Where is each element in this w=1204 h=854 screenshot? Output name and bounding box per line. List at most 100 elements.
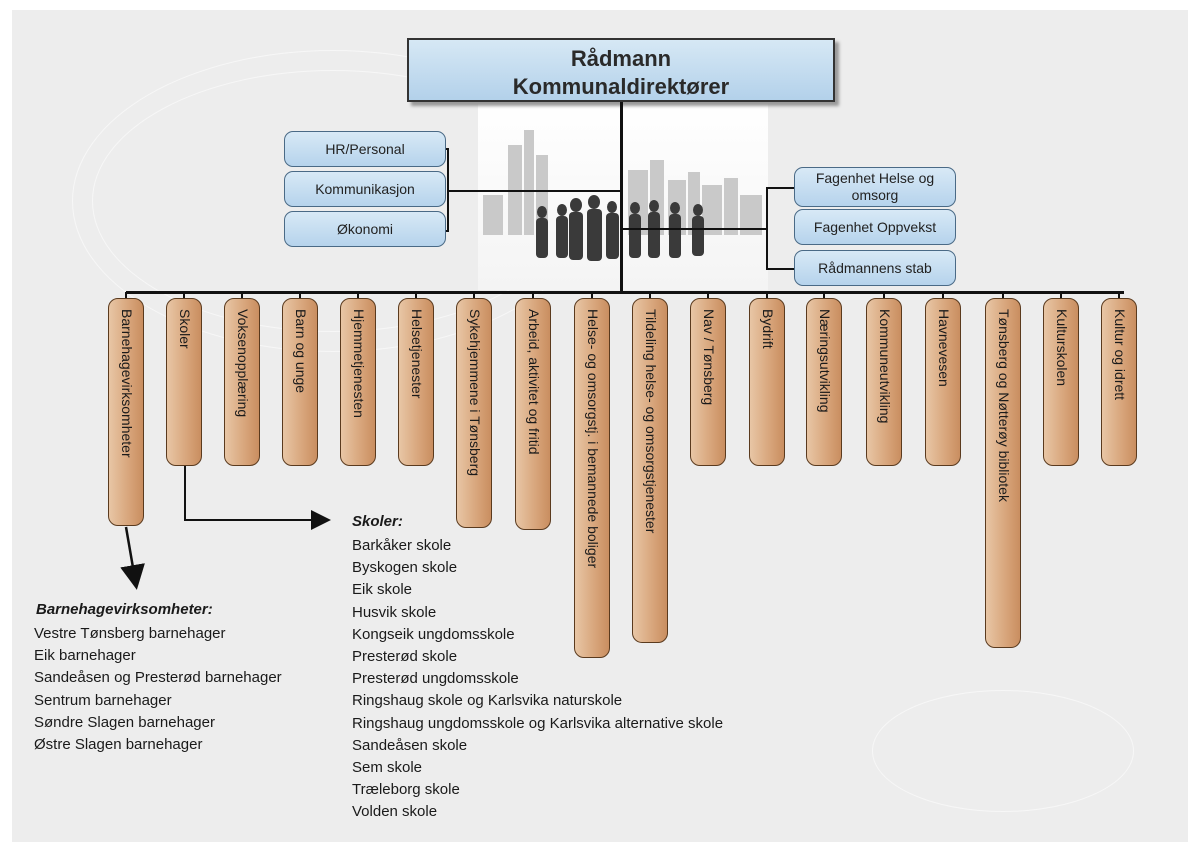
- unit-label: Sykehjemmene i Tønsberg: [467, 309, 483, 477]
- unit-box: Kultur og idrett: [1101, 298, 1137, 466]
- unit-box: Voksenopplæring: [224, 298, 260, 466]
- unit-drop-line: [1060, 292, 1062, 299]
- list-item: Eik skole: [352, 581, 413, 599]
- unit-label: Hjemmetjenesten: [351, 309, 367, 418]
- unit-label: Kommuneutvikling: [877, 309, 893, 424]
- unit-drop-line: [591, 292, 593, 299]
- unit-box: Næringsutvikling: [806, 298, 842, 466]
- unit-label: Skoler: [177, 309, 193, 349]
- list-item: Vestre Tønsberg barnehager: [34, 625, 226, 642]
- radmann-box: Rådmann Kommunaldirektører: [407, 38, 835, 102]
- staff-box-fagenhet-helse: Fagenhet Helse og omsorg: [794, 167, 956, 207]
- staff-label: Rådmannens stab: [818, 259, 932, 276]
- unit-drop-line: [183, 292, 185, 299]
- unit-drop-line: [532, 292, 534, 299]
- list-item: Ringshaug ungdomsskole og Karlsvika alte…: [352, 714, 724, 732]
- list-item: Søndre Slagen barnehager: [34, 713, 215, 731]
- list-item: Træleborg skole: [352, 781, 460, 799]
- list-item: Ringshaug skole og Karlsvika naturskole: [352, 692, 623, 710]
- unit-label: Tønsberg og Nøtterøy bibliotek: [996, 309, 1012, 502]
- trunk-line: [620, 102, 623, 292]
- list-item: Eik barnehager: [34, 647, 136, 665]
- unit-label: Nav / Tønsberg: [701, 309, 717, 406]
- unit-label: Barnehagevirksomheter: [119, 309, 135, 458]
- unit-box: Barn og unge: [282, 298, 318, 466]
- list-item: Byskogen skole: [352, 559, 458, 577]
- unit-box: Havnevesen: [925, 298, 961, 466]
- unit-box: Nav / Tønsberg: [690, 298, 726, 466]
- unit-box: Skoler: [166, 298, 202, 466]
- list-item: Husvik skole: [352, 603, 437, 621]
- unit-drop-line: [766, 292, 768, 299]
- right-staff-tick: [766, 187, 794, 189]
- unit-drop-line: [299, 292, 301, 299]
- list-item: Presterød skole: [352, 648, 458, 666]
- staff-box-fagenhet-oppvekst: Fagenhet Oppvekst: [794, 209, 956, 245]
- kommunaldirektorer-title: Kommunaldirektører: [512, 74, 730, 99]
- unit-drop-line: [357, 292, 359, 299]
- staff-label: Økonomi: [336, 220, 394, 237]
- right-staff-tick: [766, 268, 794, 270]
- left-staff-tick: [445, 148, 449, 150]
- right-staff-connector: [622, 228, 766, 230]
- unit-box: Barnehagevirksomheter: [108, 298, 144, 526]
- staff-box-radmannens-stab: Rådmannens stab: [794, 250, 956, 286]
- unit-label: Kultur og idrett: [1112, 309, 1128, 401]
- unit-box: Arbeid, aktivitet og fritid: [515, 298, 551, 530]
- unit-drop-line: [823, 292, 825, 299]
- units-bus-line: [126, 291, 1124, 294]
- unit-drop-line: [942, 292, 944, 299]
- unit-drop-line: [707, 292, 709, 299]
- unit-box: Hjemmetjenesten: [340, 298, 376, 466]
- unit-label: Voksenopplæring: [235, 309, 251, 418]
- unit-drop-line: [125, 292, 127, 299]
- staff-box-hr-personal: HR/Personal: [284, 131, 446, 167]
- unit-label: Tildeling helse- og omsorgstjenester: [643, 309, 659, 534]
- staff-label: HR/Personal: [325, 140, 405, 157]
- skoler-list-title: Skoler:: [352, 513, 403, 530]
- arrow-barnehage: [120, 526, 145, 590]
- unit-box: Sykehjemmene i Tønsberg: [456, 298, 492, 528]
- list-item: Presterød ungdomsskole: [352, 670, 519, 688]
- unit-drop-line: [241, 292, 243, 299]
- unit-label: Helse- og omsorgstj. i bemannede boliger: [585, 309, 601, 569]
- unit-drop-line: [415, 292, 417, 299]
- city-people-image: [478, 100, 768, 290]
- unit-box: Helse- og omsorgstj. i bemannede boliger: [574, 298, 610, 658]
- unit-label: Barn og unge: [293, 309, 309, 394]
- staff-label: Kommunikasjon: [315, 180, 415, 197]
- unit-label: Helsetjenester: [409, 309, 425, 399]
- staff-box-kommunikasjon: Kommunikasjon: [284, 171, 446, 207]
- unit-drop-line: [1118, 292, 1120, 299]
- arrow-skoler: [184, 466, 331, 530]
- unit-drop-line: [473, 292, 475, 299]
- list-item: Sem skole: [352, 759, 423, 777]
- unit-label: Kulturskolen: [1054, 309, 1070, 387]
- unit-label: Næringsutvikling: [817, 309, 833, 413]
- staff-box-okonomi: Økonomi: [284, 211, 446, 247]
- unit-box: Kulturskolen: [1043, 298, 1079, 466]
- list-item: Sandeåsen og Presterød barnehager: [34, 669, 282, 687]
- left-staff-bracket: [447, 148, 449, 230]
- background-ring: [872, 690, 1134, 812]
- unit-label: Arbeid, aktivitet og fritid: [526, 309, 542, 455]
- staff-label: Fagenhet Oppvekst: [813, 218, 937, 235]
- unit-box: Bydrift: [749, 298, 785, 466]
- staff-label: Fagenhet Helse og omsorg: [815, 170, 935, 203]
- list-item: Kongseik ungdomsskole: [352, 625, 515, 643]
- unit-box: Tildeling helse- og omsorgstjenester: [632, 298, 668, 643]
- list-item: Sentrum barnehager: [34, 691, 172, 709]
- unit-box: Helsetjenester: [398, 298, 434, 466]
- unit-box: Tønsberg og Nøtterøy bibliotek: [985, 298, 1021, 648]
- unit-label: Bydrift: [760, 309, 776, 349]
- right-staff-bracket: [766, 187, 768, 269]
- radmann-title: Rådmann: [570, 46, 672, 71]
- barnehage-list-title: Barnehagevirksomheter:: [36, 601, 213, 618]
- list-item: Sandeåsen skole: [352, 736, 468, 754]
- list-item: Volden skole: [352, 803, 438, 821]
- unit-label: Havnevesen: [936, 309, 952, 387]
- unit-box: Kommuneutvikling: [866, 298, 902, 466]
